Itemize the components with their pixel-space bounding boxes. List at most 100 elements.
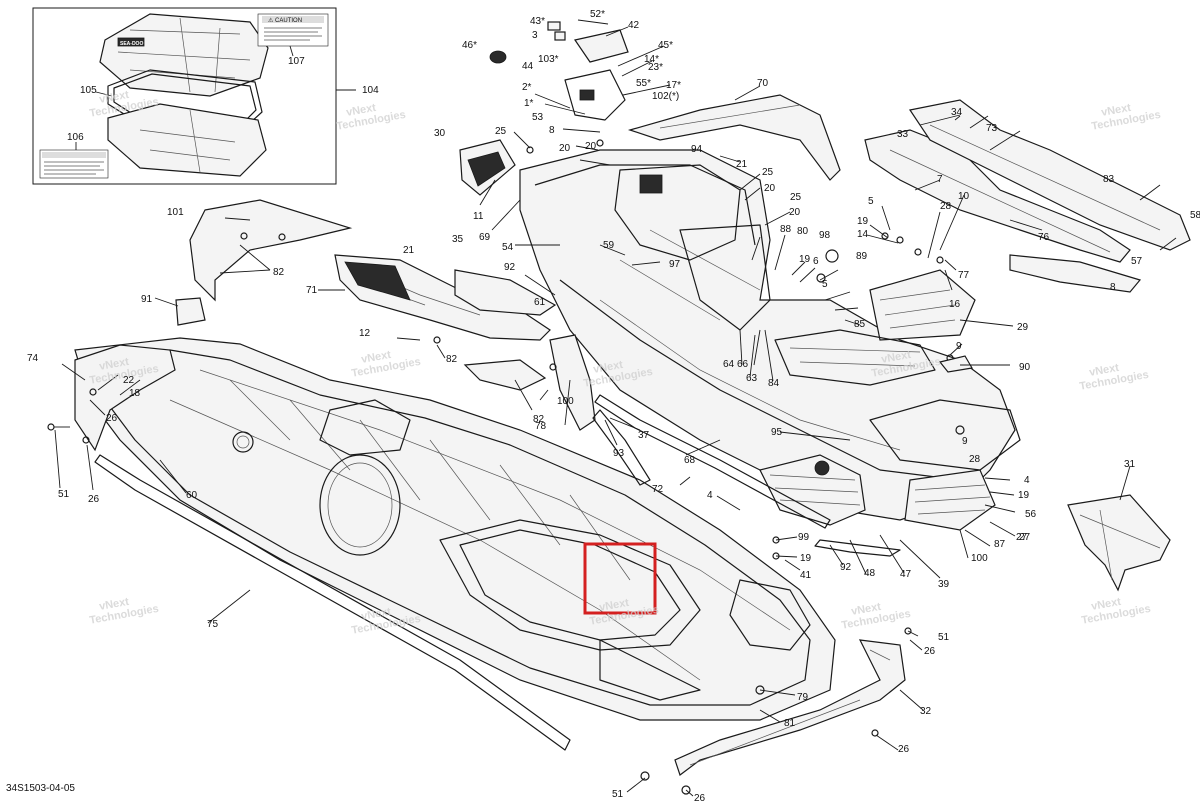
callout-label: 59 bbox=[603, 240, 615, 251]
callout-label: 75 bbox=[207, 619, 219, 630]
callout-label: 88 bbox=[780, 224, 792, 235]
watermark-text: vNext bbox=[1088, 362, 1120, 379]
top-cover bbox=[574, 29, 629, 63]
callout-label: 55* bbox=[636, 78, 651, 89]
callout-label: 84 bbox=[768, 378, 780, 389]
inset-callout-label: 106 bbox=[67, 132, 84, 143]
highlight-box bbox=[583, 542, 657, 615]
watermark-text: vNext bbox=[98, 89, 130, 106]
watermark-text: vNext bbox=[98, 356, 130, 373]
callout-label: 25 bbox=[495, 126, 507, 137]
callout-label: 4 bbox=[1024, 475, 1030, 486]
hull-body bbox=[74, 337, 836, 721]
logo-badge bbox=[489, 50, 507, 64]
hull-assembly bbox=[74, 337, 836, 721]
callout-label: 51 bbox=[58, 489, 70, 500]
callout-label: 90 bbox=[1019, 362, 1031, 373]
bin-ring bbox=[319, 454, 401, 556]
callout-label: 73 bbox=[986, 123, 998, 134]
watermark-text: vNext bbox=[98, 596, 130, 613]
watermark-text: vNext bbox=[345, 102, 377, 119]
callout-label: 33 bbox=[897, 129, 909, 140]
callout-label: 64 bbox=[723, 359, 735, 370]
callout-label: 92 bbox=[840, 562, 852, 573]
callout-label: 98 bbox=[819, 230, 831, 241]
callout-label: 100 bbox=[971, 553, 988, 564]
front-bumper bbox=[74, 344, 176, 452]
watermark-text: vNext bbox=[880, 349, 912, 366]
bracket-91 bbox=[175, 297, 206, 326]
callout-label: 101 bbox=[167, 207, 184, 218]
callout-label: 19 bbox=[800, 553, 812, 564]
callout-label: 6 bbox=[813, 256, 819, 267]
callout-label: 26 bbox=[88, 494, 100, 505]
callout-label: 46* bbox=[462, 40, 477, 51]
strip-72 bbox=[594, 394, 831, 529]
leader-lines bbox=[54, 19, 1177, 797]
callout-label: 19 bbox=[857, 216, 869, 227]
callout-label: 44 bbox=[522, 61, 534, 72]
callout-label: 83 bbox=[1103, 174, 1115, 185]
callout-label: 25 bbox=[762, 167, 774, 178]
caution-decal-text: ⚠ CAUTION bbox=[268, 17, 302, 24]
callout-label: 26 bbox=[898, 744, 910, 755]
inset-callout-label: 104 bbox=[362, 85, 379, 96]
callout-label: 1* bbox=[524, 98, 534, 109]
watermark-text: vNext bbox=[592, 359, 624, 376]
callout-label: 99 bbox=[798, 532, 810, 543]
callout-label: 26 bbox=[694, 793, 706, 803]
callout-label: 94 bbox=[691, 144, 703, 155]
callout-label: 45* bbox=[658, 40, 673, 51]
callout-label: 79 bbox=[797, 692, 809, 703]
callout-label: 66 bbox=[737, 359, 749, 370]
callout-label: 5 bbox=[822, 279, 828, 290]
side-panel-101 bbox=[189, 199, 353, 302]
callout-label: 26 bbox=[924, 646, 936, 657]
callout-label: 20 bbox=[764, 183, 776, 194]
callout-label: 27 bbox=[1019, 532, 1031, 543]
callout-label: 34 bbox=[951, 107, 963, 118]
callout-label: 20 bbox=[559, 143, 571, 154]
watermark-text: vNext bbox=[360, 606, 392, 623]
callout-label: 57 bbox=[1131, 256, 1143, 267]
callout-label: 87 bbox=[994, 539, 1006, 550]
inset-logo-text: SEA-DOO bbox=[120, 41, 143, 47]
callout-label: 11 bbox=[473, 211, 484, 222]
callout-label: 28 bbox=[940, 201, 952, 212]
inset-callout-label: 107 bbox=[288, 56, 305, 67]
callout-label: 19 bbox=[1018, 490, 1030, 501]
panel-grille bbox=[344, 261, 411, 301]
callout-label: 8 bbox=[1110, 282, 1116, 293]
callout-label: 72 bbox=[652, 484, 664, 495]
callout-label: 97 bbox=[669, 259, 681, 270]
callout-label: 47 bbox=[900, 569, 912, 580]
callout-label: 17* bbox=[666, 80, 681, 91]
callout-label: 14 bbox=[857, 229, 869, 240]
document-id: 34S1503-04-05 bbox=[6, 783, 75, 794]
callout-label: 91 bbox=[141, 294, 153, 305]
callout-label: 4 bbox=[707, 490, 713, 501]
callout-label: 20 bbox=[585, 141, 597, 152]
deck-shell bbox=[519, 149, 1016, 521]
callout-label: 58 bbox=[1190, 210, 1200, 221]
watermark-text: vNext bbox=[598, 597, 630, 614]
callout-label: 103* bbox=[538, 54, 559, 65]
callout-label: 76 bbox=[1038, 232, 1050, 243]
callout-label: 95 bbox=[771, 427, 783, 438]
callout-label: 82 bbox=[533, 414, 545, 425]
callout-label: 54 bbox=[502, 242, 514, 253]
callout-label: 74 bbox=[27, 353, 39, 364]
callout-label: 48 bbox=[864, 568, 876, 579]
callout-label: 25 bbox=[790, 192, 802, 203]
callout-label: 53 bbox=[532, 112, 544, 123]
inset-panel: ⚠ CAUTION SEA-DOO bbox=[32, 7, 356, 185]
callout-label: 85 bbox=[854, 319, 866, 330]
callout-label: 92 bbox=[504, 262, 516, 273]
callout-label: 56 bbox=[1025, 509, 1037, 520]
callout-label: 21 bbox=[736, 159, 748, 170]
callout-label: 3 bbox=[532, 30, 538, 41]
callout-label: 18 bbox=[129, 388, 141, 399]
callout-label: 12 bbox=[359, 328, 371, 339]
callout-label: 82 bbox=[273, 267, 285, 278]
